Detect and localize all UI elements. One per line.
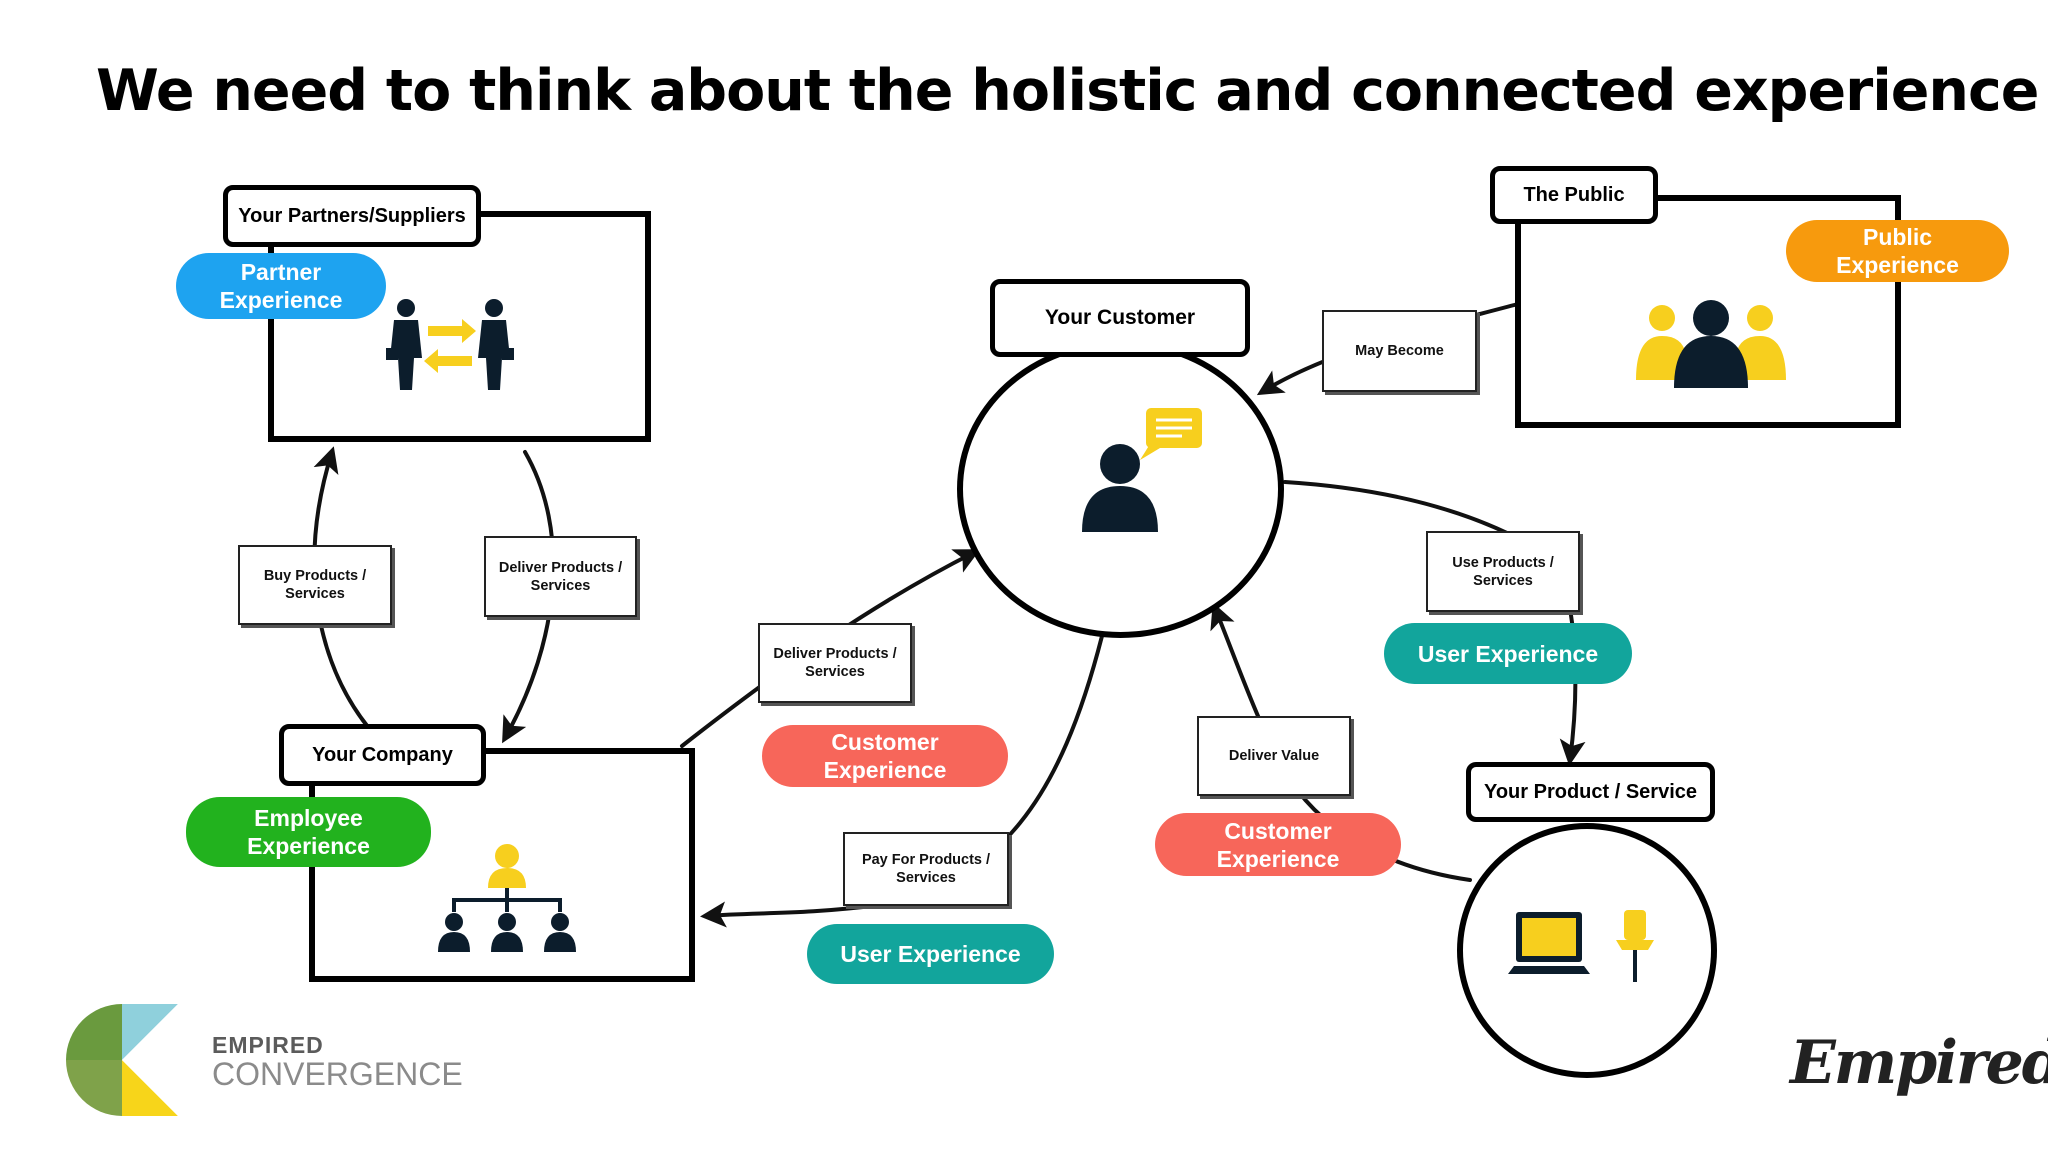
page-title: We need to think about the holistic and … [96, 58, 2039, 124]
empired-logo: Empired [1790, 1028, 2048, 1098]
user-experience-badge-2: User Experience [1384, 623, 1632, 684]
deliver-to-company-label: Deliver Products / Services [484, 536, 637, 617]
public-group-icon [1636, 300, 1786, 388]
deliver-to-customer-label: Deliver Products / Services [758, 623, 912, 703]
partners-label: Your Partners/Suppliers [223, 185, 481, 247]
empired-convergence-logo: EMPIRED CONVERGENCE [62, 1000, 463, 1120]
laptop-pin-icon [1508, 910, 1654, 982]
user-experience-badge-1: User Experience [807, 924, 1054, 984]
org-chart-icon [438, 844, 576, 952]
partners-handshake-icon [386, 299, 514, 390]
convergence-mark-icon [66, 1004, 178, 1116]
public-label: The Public [1490, 166, 1658, 224]
product-label: Your Product / Service [1466, 762, 1715, 822]
may-become-label: May Become [1322, 310, 1477, 392]
deliver-value-label: Deliver Value [1197, 716, 1351, 796]
pay-products-label: Pay For Products / Services [843, 832, 1009, 906]
product-circle [1457, 823, 1717, 1078]
customer-label: Your Customer [990, 279, 1250, 357]
employee-experience-badge: Employee Experience [186, 797, 431, 867]
company-label: Your Company [279, 724, 486, 786]
partner-experience-badge: Partner Experience [176, 253, 386, 319]
public-experience-badge: Public Experience [1786, 220, 2009, 282]
use-products-label: Use Products / Services [1426, 531, 1580, 612]
customer-experience-badge-2: Customer Experience [1155, 813, 1401, 876]
customer-chat-icon [1082, 408, 1202, 532]
customer-experience-badge-1: Customer Experience [762, 725, 1008, 787]
buy-products-label: Buy Products / Services [238, 545, 392, 625]
logo-convergence-text: CONVERGENCE [212, 1056, 463, 1092]
logo-empired-text: EMPIRED [212, 1032, 324, 1058]
